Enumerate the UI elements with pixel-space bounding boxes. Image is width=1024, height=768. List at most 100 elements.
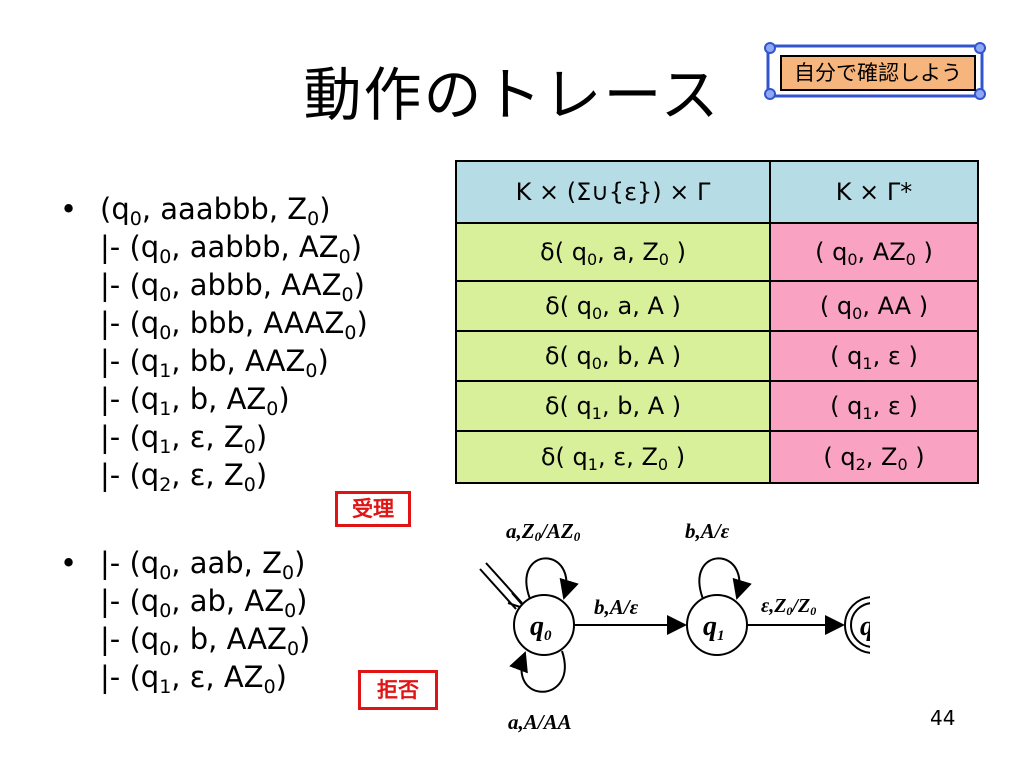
trace-prefix: |- ( — [100, 584, 141, 618]
loop-q0-bottom — [509, 650, 566, 693]
trace-rest: , ε, AZ — [171, 660, 264, 694]
trace-qsub: 2 — [159, 474, 172, 496]
table-row: δ( q0, a, A )( q0, AA ) — [455, 280, 979, 332]
trace-line: |- (q1, b, AZ0) — [60, 380, 368, 420]
trace-prefix: |- ( — [100, 660, 141, 694]
trace-rest: , abbb, AAZ — [171, 268, 342, 302]
table-cell-input: δ( q0, a, A ) — [455, 280, 771, 332]
trace-end: ) — [275, 660, 287, 694]
trace-zsub: 0 — [344, 322, 357, 344]
trace-q: q — [140, 268, 160, 302]
trace-accept: • (q0, aaabbb, Z0)|- (q0, aabbb, AZ0)|- … — [60, 190, 368, 496]
trace-line: |- (q0, abbb, AAZ0) — [60, 266, 368, 306]
trace-end: ) — [319, 192, 331, 226]
pda-state-diagram: q0 q1 q2 a,Z0/AZ0 a,A/AA b,A/ε b,A/ε ε,Z… — [479, 519, 870, 734]
cell-part: 1 — [587, 455, 598, 474]
trace-line: |- (q0, aabbb, AZ0) — [60, 228, 368, 268]
cell-part: , b, A ) — [601, 342, 682, 370]
trace-qsub: 0 — [159, 638, 172, 660]
cell-part: δ( q — [540, 443, 588, 471]
table-cell-input: δ( q0, b, A ) — [455, 330, 771, 382]
state-q2-label: q2 — [860, 611, 870, 644]
cell-part: , Z — [865, 443, 898, 471]
cell-part: 0 — [591, 354, 602, 373]
trace-qsub: 0 — [159, 322, 172, 344]
cell-part: ( q — [830, 392, 863, 420]
trace-line: |- (q0, ab, AZ0) — [60, 582, 310, 622]
table-cell-input: δ( q0, a, Z0 ) — [455, 222, 771, 282]
cell-part: 0 — [847, 250, 858, 269]
trace-end: ) — [296, 584, 308, 618]
trace-line: |- (q1, ε, Z0) — [60, 418, 368, 458]
trace-qsub: 1 — [159, 676, 172, 698]
trace-qsub: 0 — [159, 284, 172, 306]
cell-part: 0 — [658, 250, 669, 269]
trace-rest: , aab, Z — [171, 546, 282, 580]
trace-q: q — [140, 420, 160, 454]
trace-line: |- (q0, bbb, AAAZ0) — [60, 304, 368, 344]
trace-prefix: |- ( — [100, 306, 141, 340]
cell-part: δ( q — [545, 292, 593, 320]
trace-qsub: 0 — [159, 246, 172, 268]
trace-q: q — [140, 382, 160, 416]
trace-qsub: 0 — [129, 208, 142, 230]
cell-part: , ε ) — [872, 342, 918, 370]
state-q1 — [686, 594, 748, 656]
cell-part: 0 — [905, 250, 916, 269]
trace-prefix: |- ( — [100, 344, 141, 378]
cell-part: ( q — [823, 443, 856, 471]
trace-end: ) — [317, 344, 329, 378]
trace-zsub: 0 — [307, 208, 320, 230]
trace-end: ) — [294, 546, 306, 580]
trace-qsub: 1 — [159, 436, 172, 458]
cell-part: , ε ) — [872, 392, 918, 420]
trace-q: q — [140, 306, 160, 340]
trace-q: q — [140, 344, 160, 378]
cell-part: 0 — [592, 304, 603, 323]
trace-zsub: 0 — [282, 562, 295, 584]
trace-rest: , aabbb, AZ — [171, 230, 339, 264]
trace-rest: , ab, AZ — [171, 584, 285, 618]
loop-q0-top — [525, 557, 579, 600]
bullet-2: • — [60, 546, 78, 580]
trace-prefix: |- ( — [100, 546, 141, 580]
trace-rest: , b, AAZ — [171, 622, 287, 656]
table-header-left: K × (Σ∪{ε}) × Γ — [455, 160, 771, 224]
trace-qsub: 0 — [159, 600, 172, 622]
trace-zsub: 0 — [266, 398, 279, 420]
state-q1-label: q1 — [703, 611, 725, 644]
trace-qsub: 1 — [159, 398, 172, 420]
trace-rest: , ε, Z — [171, 458, 244, 492]
trace-prefix: ( — [100, 192, 112, 226]
trace-q: q — [140, 660, 160, 694]
trace-q: q — [111, 192, 130, 226]
trace-q: q — [140, 230, 160, 264]
trace-prefix: |- ( — [100, 230, 141, 264]
accept-tag: 受理 — [335, 491, 411, 527]
state-q2-inner — [850, 602, 870, 648]
trace-zsub: 0 — [341, 284, 354, 306]
cell-part: 0 — [852, 304, 863, 323]
table-row: δ( q1, b, A )( q1, ε ) — [455, 380, 979, 432]
trace-rest: , ε, Z — [171, 420, 244, 454]
trace-zsub: 0 — [305, 360, 318, 382]
cell-part: , ε, Z — [597, 443, 658, 471]
table-cell-output: ( q2, Z0 ) — [769, 430, 979, 484]
trace-qsub: 1 — [159, 360, 172, 382]
cell-part: δ( q — [544, 392, 592, 420]
trace-q: q — [140, 584, 160, 618]
trace-end: ) — [255, 458, 268, 492]
cell-part: 1 — [862, 354, 873, 373]
trace-rest: , bb, AAZ — [171, 344, 306, 378]
trace-q: q — [140, 458, 160, 492]
cell-part: , a, A ) — [602, 292, 681, 320]
reject-tag: 拒否 — [358, 670, 438, 710]
trace-q: q — [140, 546, 160, 580]
loop-q0-bottom-label: a,A/AA — [508, 710, 572, 734]
trace-end: ) — [353, 268, 365, 302]
trace-line: |- (q0, b, AAZ0) — [60, 620, 310, 660]
page-number: 44 — [930, 706, 956, 730]
trace-zsub: 0 — [263, 676, 276, 698]
cell-part: , a, Z — [597, 238, 659, 266]
trace-end: ) — [356, 306, 368, 340]
